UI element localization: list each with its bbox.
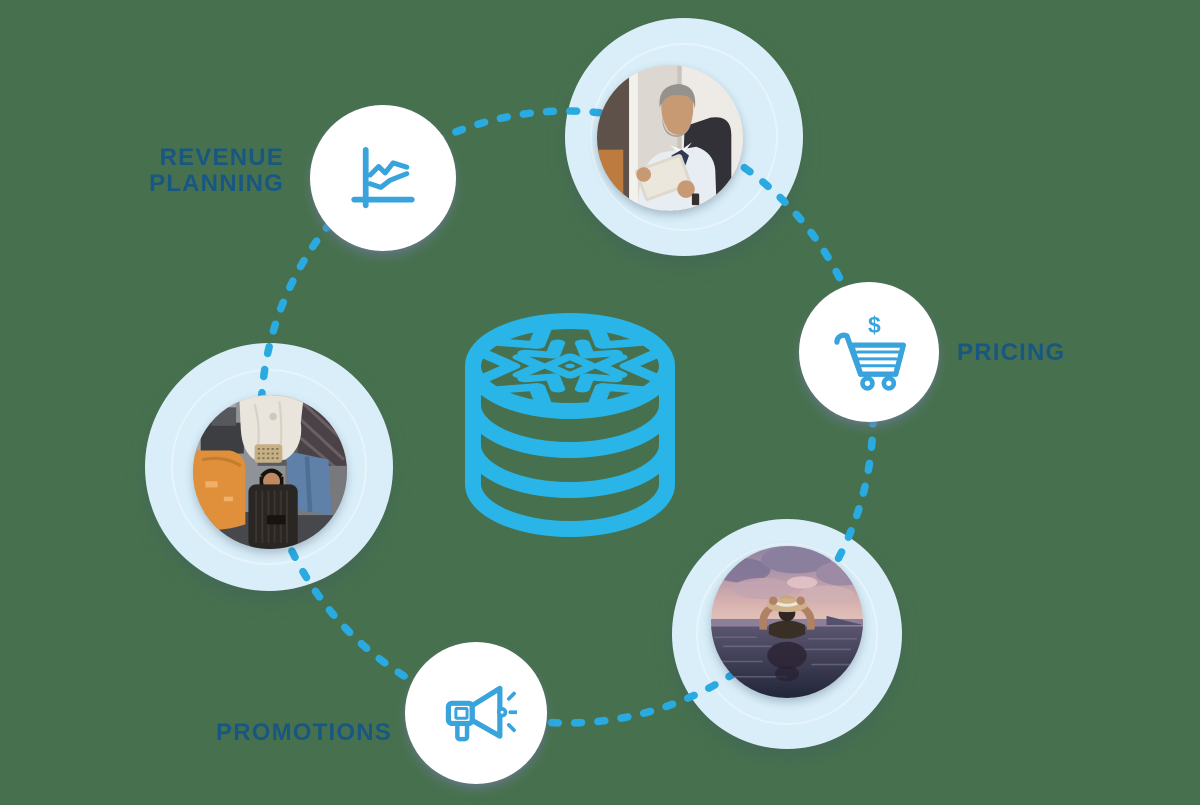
- vacation-pool-photo: [711, 546, 863, 698]
- megaphone-icon: [445, 685, 517, 742]
- dollar-sign: $: [868, 312, 881, 338]
- revenue-planning-node: [310, 105, 456, 251]
- luggage-illustration: [193, 395, 347, 549]
- snowflake-database-icon: [465, 313, 675, 537]
- businessman-tablet-photo: [597, 65, 743, 211]
- pricing-node: $: [799, 282, 939, 422]
- revenue-planning-label-line1: REVENUE: [159, 144, 284, 171]
- promotions-node: [405, 642, 547, 784]
- pricing-label: PRICING: [957, 339, 1066, 366]
- revenue-planning-label-line2: PLANNING: [149, 170, 284, 197]
- line-chart-icon: [351, 147, 415, 209]
- traveler-luggage-photo: [193, 395, 347, 549]
- revenue-planning-label: REVENUE PLANNING: [84, 145, 284, 197]
- promotions-label: PROMOTIONS: [216, 719, 393, 746]
- shopping-cart-dollar-icon: $: [834, 312, 907, 391]
- pool-illustration: [711, 546, 863, 698]
- businessman-illustration: [597, 65, 743, 211]
